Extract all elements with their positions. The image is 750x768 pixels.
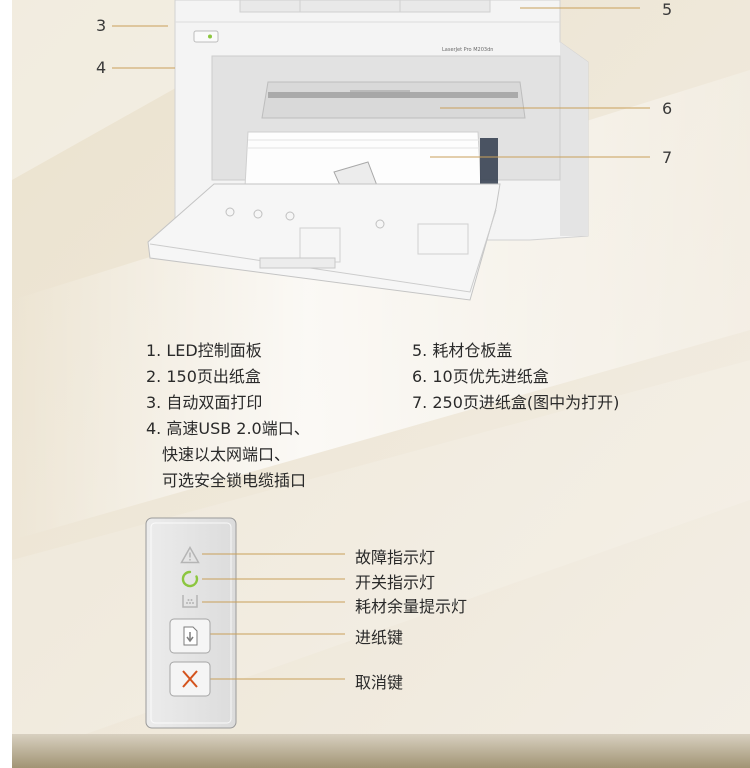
cancel-button[interactable] [169, 661, 211, 697]
callout-7: 7 [662, 148, 673, 167]
feature-list-right: 5. 耗材仓板盖 6. 10页优先进纸盒 7. 250页进纸盒(图中为打开) [412, 338, 619, 416]
callout-5: 5 [662, 0, 673, 19]
feature-item: 1. LED控制面板 [146, 341, 262, 360]
paper-feed-button[interactable] [169, 618, 211, 654]
power-icon [181, 570, 199, 588]
supply-light-label: 耗材余量提示灯 [355, 597, 468, 616]
callout-3: 3 [96, 16, 107, 35]
printer-illustration [112, 0, 650, 301]
feature-item: 3. 自动双面打印 [146, 393, 263, 412]
printer-model-label: LaserJet Pro M203dn [442, 47, 494, 53]
power-light-label: 开关指示灯 [355, 573, 436, 592]
warning-icon [180, 546, 200, 564]
feature-item: 5. 耗材仓板盖 [412, 341, 513, 360]
feature-item: 7. 250页进纸盒(图中为打开) [412, 393, 620, 412]
feature-item: 4. 高速USB 2.0端口、 [146, 419, 310, 438]
toner-icon [182, 595, 198, 608]
cancel-label: 取消键 [355, 673, 404, 692]
feature-item: 2. 150页出纸盒 [146, 367, 261, 386]
feature-item: 可选安全锁电缆插口 [162, 471, 307, 490]
callout-6: 6 [662, 99, 673, 118]
cancel-icon [182, 670, 198, 688]
feature-item: 6. 10页优先进纸盒 [412, 367, 549, 386]
paper-feed-icon [183, 626, 198, 646]
paper-feed-label: 进纸键 [355, 628, 404, 647]
feature-list-left: 1. LED控制面板 2. 150页出纸盒 3. 自动双面打印 4. 高速USB… [146, 338, 310, 494]
callout-4: 4 [96, 58, 107, 77]
error-light-label: 故障指示灯 [355, 548, 436, 567]
feature-item: 快速以太网端口、 [162, 445, 291, 464]
